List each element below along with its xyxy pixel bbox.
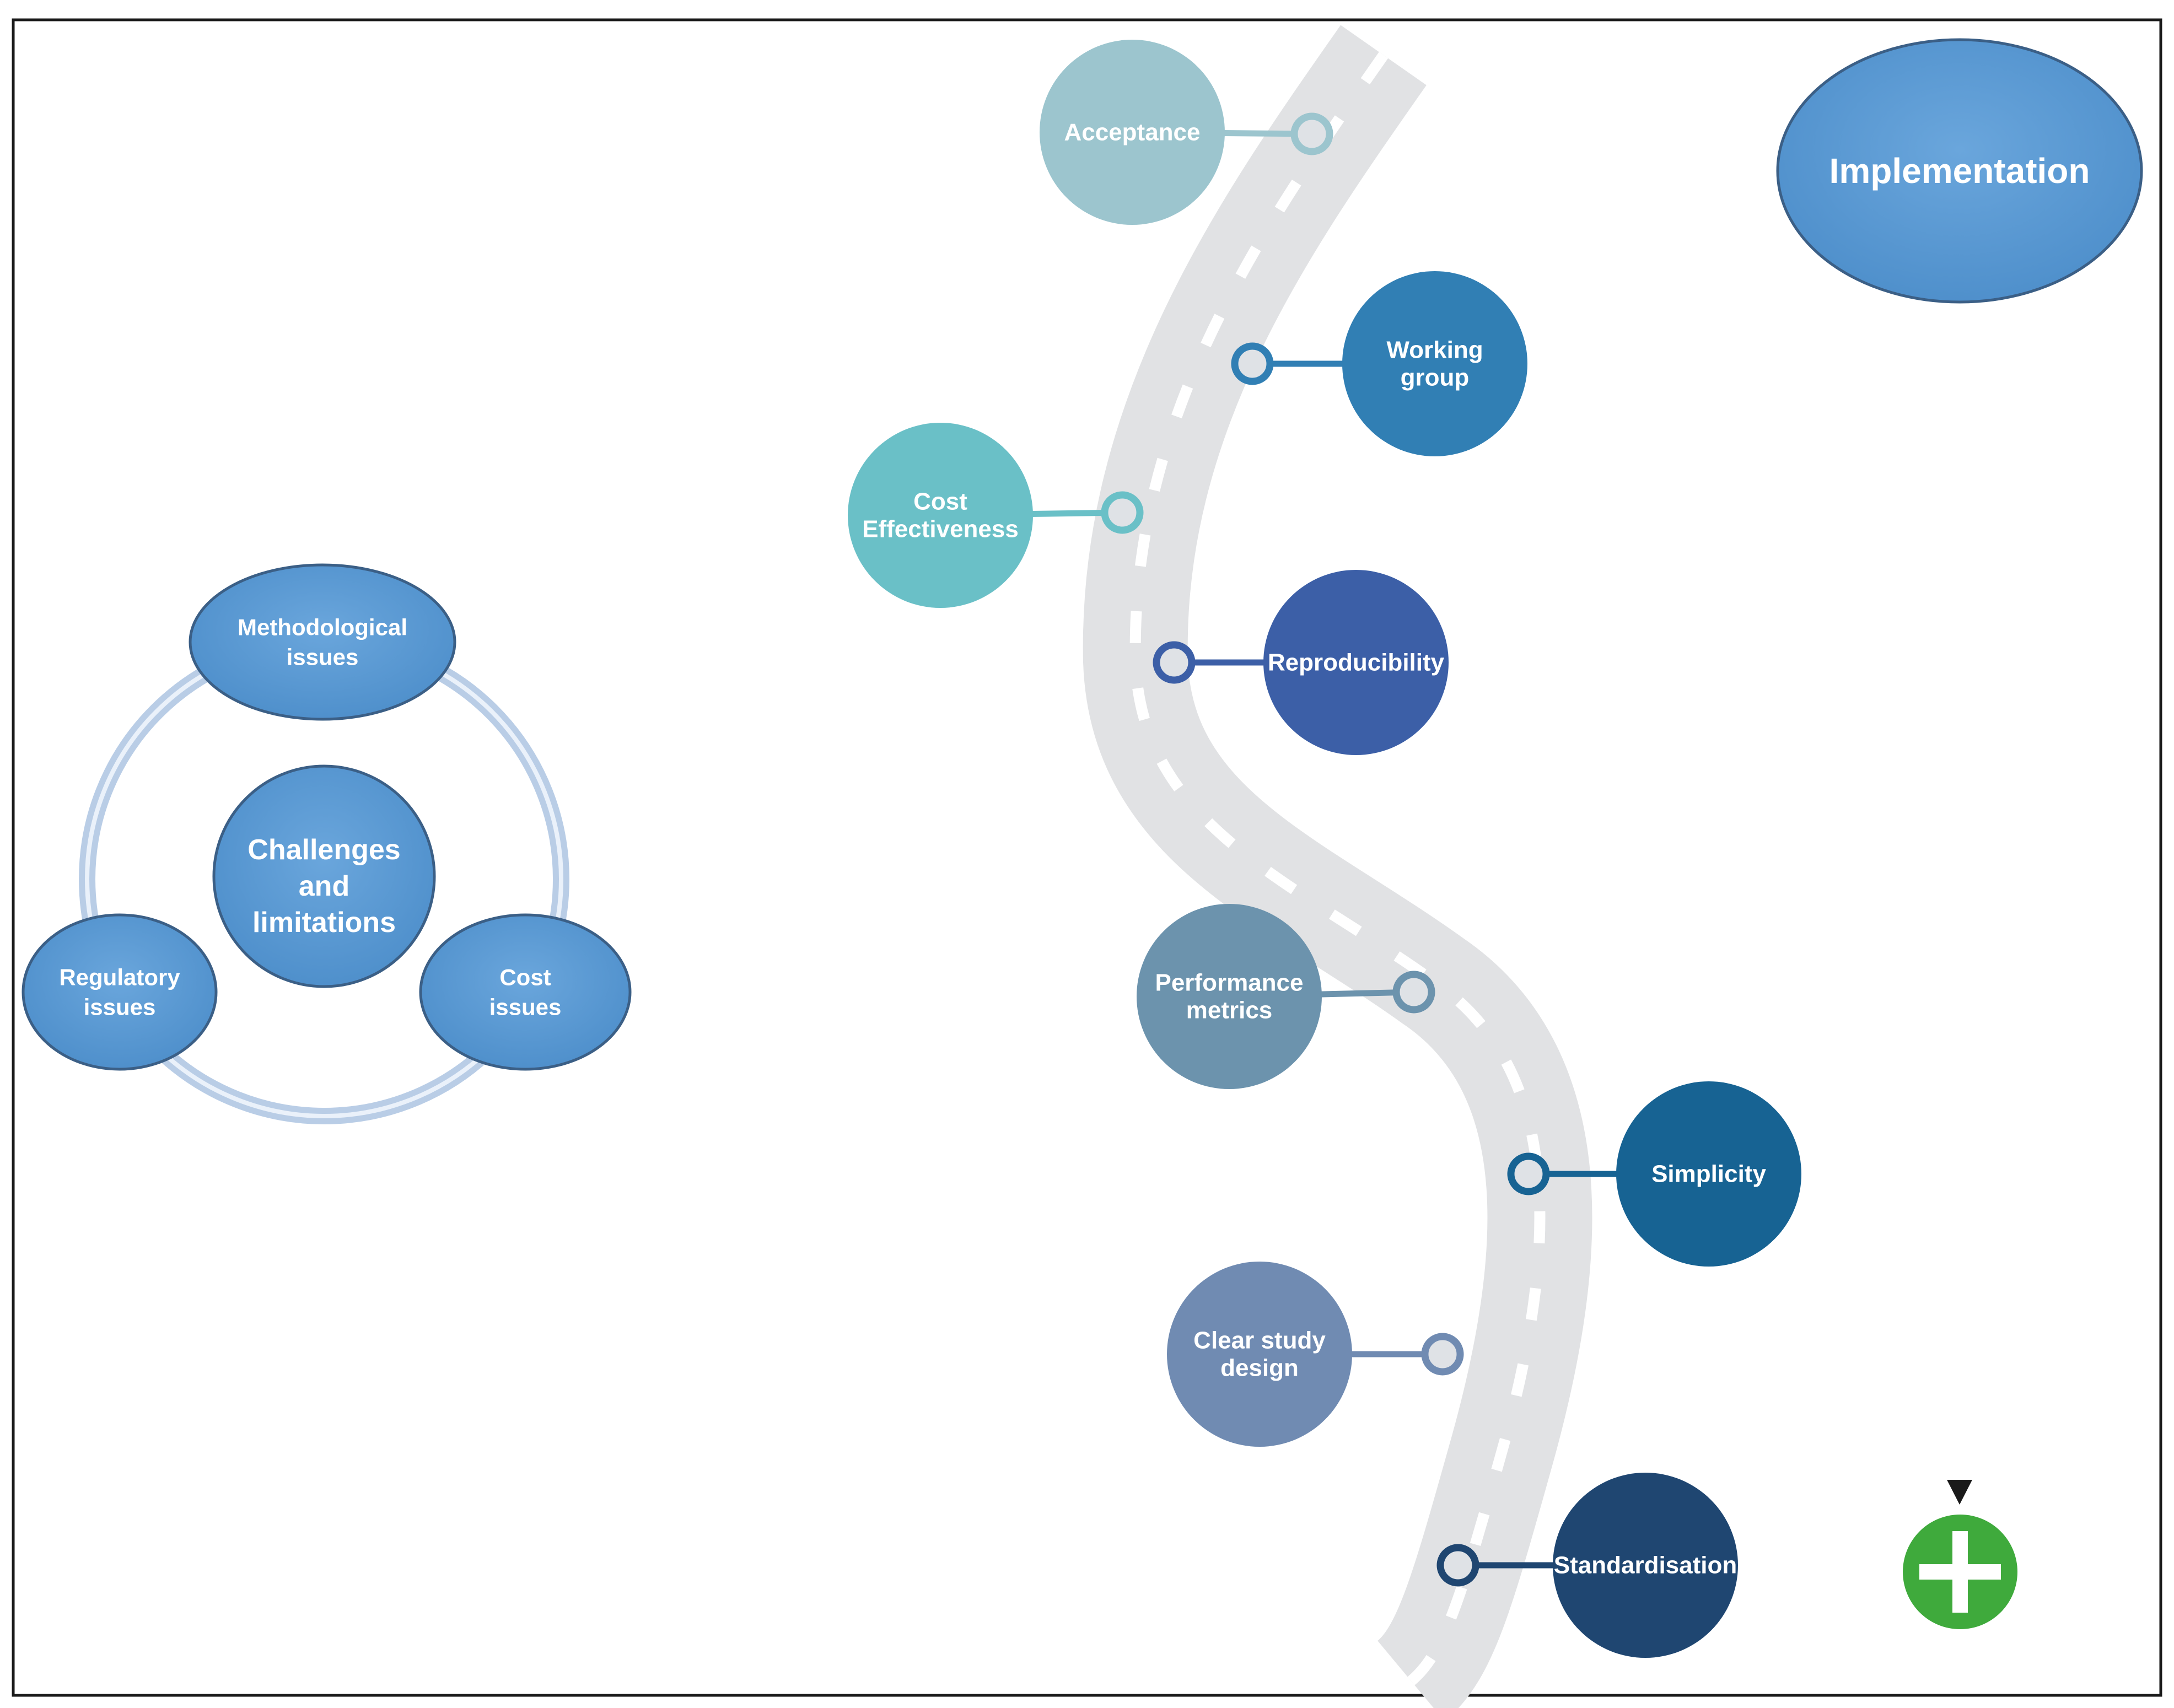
factor-road-pin [1290, 112, 1333, 155]
factor-bubble [1616, 1081, 1801, 1267]
factor-bubble [1263, 570, 1449, 755]
factor-bubble [1342, 271, 1527, 456]
factor-label-line2: group [1401, 364, 1470, 391]
factor-label-line2: metrics [1186, 997, 1273, 1024]
factor-label-line1: Standardisation [1554, 1552, 1737, 1579]
figure-frame [12, 18, 2162, 1697]
factor-connector [1030, 510, 1104, 518]
factor-label-line1: Acceptance [1064, 119, 1200, 146]
factor-bubble [848, 423, 1033, 608]
implementation-column: Implementation [1776, 38, 2143, 1629]
plus-circle-icon [1903, 1515, 2017, 1629]
factor-label-line1: Simplicity [1651, 1161, 1766, 1188]
methodological-issues-node: Methodological issues [189, 563, 456, 721]
center-node-label-line2: and [299, 870, 349, 902]
regulatory-issues-node: Regulatory issues [21, 913, 218, 1071]
factor-road-pin [1101, 491, 1144, 534]
factor-label-line1: Performance [1155, 969, 1303, 996]
factor-label-line1: Clear study [1193, 1327, 1326, 1354]
factor-standardisation: Standardisation [1436, 1473, 1738, 1658]
factor-label-line1: Reproducibility [1268, 649, 1445, 676]
factor-connector [1222, 130, 1294, 137]
regulatory-label-line1: Regulatory [59, 965, 180, 990]
factor-bubble [1137, 904, 1322, 1089]
cost-issues-label-line1: Cost [499, 965, 551, 990]
factor-label-line1: Working [1386, 337, 1483, 364]
road-factors: AcceptanceWorkinggroupCostEffectivenessR… [848, 40, 1801, 1658]
challenges-cycle: Challenges and limitations Methodologica… [21, 563, 632, 1124]
road-surface [1083, 25, 1592, 1708]
center-node-label-line3: limitations [252, 907, 396, 939]
road [1083, 25, 1592, 1708]
implementation-arrowhead [1947, 1480, 1972, 1505]
center-node-label-line1: Challenges [247, 834, 400, 866]
factor-bubble [1040, 40, 1225, 225]
factor-label-line2: Effectiveness [862, 516, 1019, 543]
factor-acceptance: Acceptance [1040, 40, 1333, 225]
methodological-label-line1: Methodological [238, 615, 407, 640]
factor-road-pin [1436, 1544, 1479, 1587]
factor-label-line2: design [1220, 1355, 1299, 1382]
implementation-node [1776, 38, 2143, 304]
cost-issues-node: Cost issues [419, 913, 632, 1071]
implementation-label: Implementation [1829, 151, 2090, 191]
factor-reproducibility: Reproducibility [1153, 570, 1449, 755]
factor-road-pin [1153, 641, 1196, 684]
factor-road-pin [1231, 342, 1274, 385]
factor-simplicity: Simplicity [1507, 1081, 1801, 1267]
factor-bubble [1553, 1473, 1738, 1658]
factor-road-pin [1392, 971, 1435, 1014]
factor-road-pin [1421, 1333, 1464, 1376]
center-node: Challenges and limitations [212, 764, 436, 988]
factor-label-line1: Cost [913, 488, 967, 515]
regulatory-label-line2: issues [84, 994, 156, 1020]
factor-bubble [1167, 1262, 1352, 1447]
factor-connector [1319, 989, 1396, 998]
factor-road-pin [1507, 1152, 1550, 1195]
methodological-label-line2: issues [287, 644, 359, 670]
cost-issues-label-line2: issues [489, 994, 562, 1020]
